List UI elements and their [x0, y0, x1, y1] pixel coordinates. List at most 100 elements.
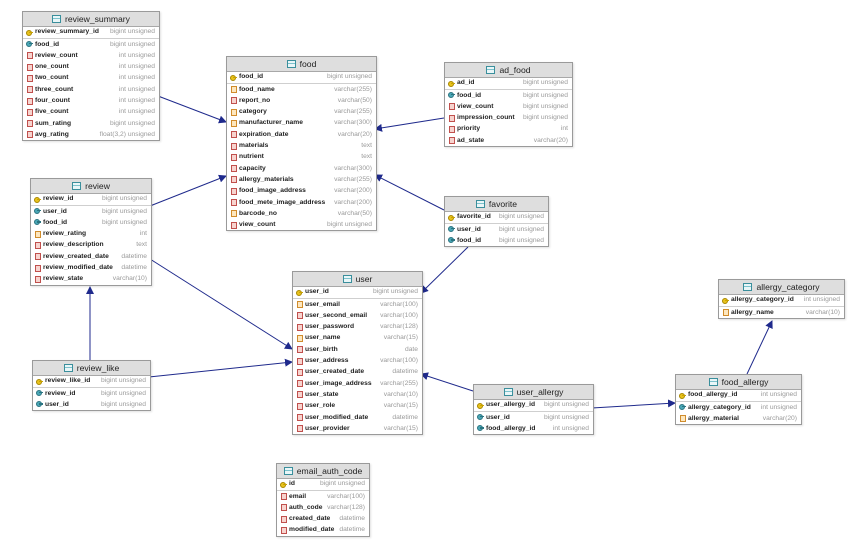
table-title[interactable]: email_auth_code — [277, 464, 369, 479]
column-type: varchar(50) — [337, 96, 372, 104]
column-type: varchar(15) — [383, 334, 418, 342]
table-title[interactable]: review_like — [33, 361, 150, 376]
table-title[interactable]: user_allergy — [474, 385, 593, 400]
table-title[interactable]: review_summary — [23, 12, 159, 27]
table-title[interactable]: allergy_category — [719, 280, 844, 295]
column-type: varchar(10) — [383, 390, 418, 398]
table-icon — [72, 182, 82, 190]
table-icon — [283, 467, 293, 475]
table-title[interactable]: food — [227, 57, 376, 72]
table-title[interactable]: review — [31, 179, 151, 194]
table-title[interactable]: ad_food — [445, 63, 572, 78]
table-title[interactable]: food_allergy — [676, 375, 801, 390]
column-icon — [231, 176, 237, 184]
column-icon — [297, 323, 303, 331]
table-title[interactable]: user — [293, 272, 422, 287]
column-name: allergy_materials — [239, 175, 294, 183]
table-title[interactable]: favorite — [445, 197, 548, 212]
